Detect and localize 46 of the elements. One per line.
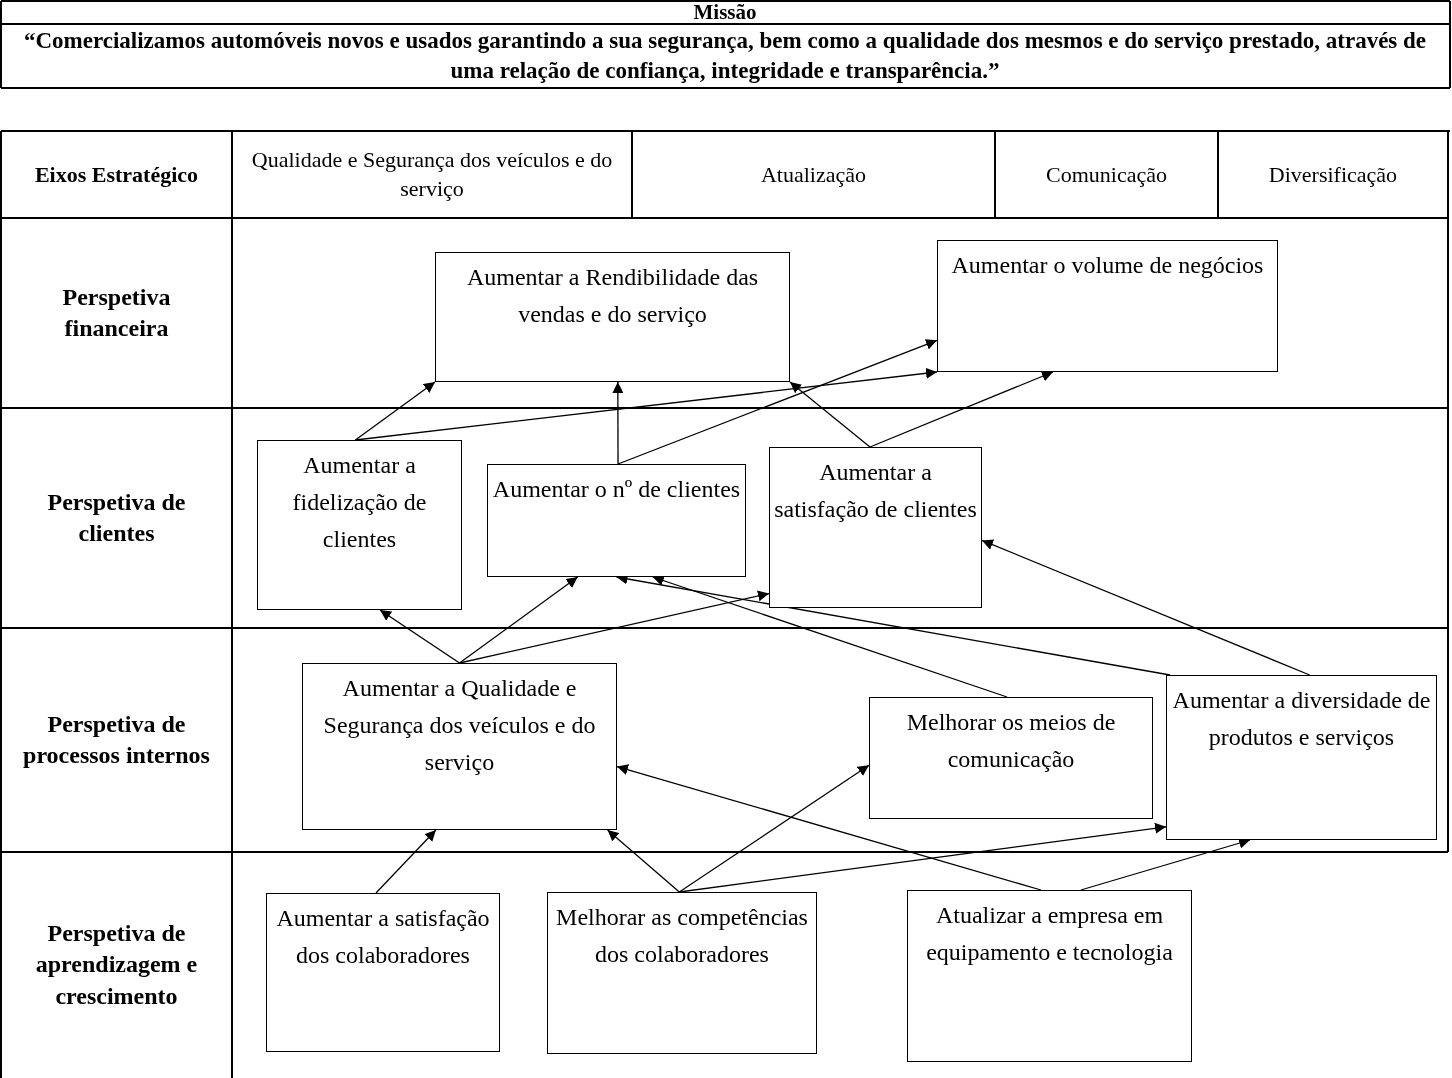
arrow	[617, 339, 938, 465]
arrow	[375, 829, 437, 894]
arrow	[458, 576, 579, 664]
arrow	[612, 381, 624, 465]
objective-text: Aumentar a Qualidade e Segurança dos veículos e do serviço	[322, 674, 597, 777]
objective-text: Melhorar os meios de comunicação	[905, 708, 1117, 774]
objective-box	[937, 240, 1278, 372]
objective-text: Aumentar a satisfação de clientes	[774, 458, 977, 524]
objective-box	[869, 697, 1153, 819]
objective-text: Aumentar o volume de negócios	[951, 251, 1264, 280]
column-heading: Atualização	[759, 160, 868, 189]
objective-text: Melhorar as competências dos colaboradores	[555, 903, 809, 969]
mission-heading: Missão	[692, 0, 758, 27]
objective-text: Atualizar a empresa em equipamento e tecnologia	[925, 901, 1174, 967]
objective-box	[302, 663, 617, 830]
row-heading: Perspetiva financeira	[61, 282, 172, 343]
arrow	[869, 371, 1054, 448]
objective-box	[266, 893, 500, 1052]
row-heading: Eixos Estratégico	[33, 160, 200, 189]
arrow	[606, 829, 680, 893]
objective-box	[769, 447, 982, 608]
objective-box	[547, 892, 817, 1054]
objective-box	[435, 252, 790, 382]
objective-text: Aumentar a satisfação dos colaboradores	[275, 904, 491, 970]
row-heading: Perspetiva de clientes	[46, 487, 187, 548]
column-heading: Qualidade e Segurança dos veículos e do serviço	[250, 146, 614, 203]
arrow	[354, 381, 436, 441]
arrow	[616, 764, 1042, 891]
column-heading: Diversificação	[1267, 160, 1399, 189]
arrow	[678, 764, 870, 893]
objective-box	[907, 890, 1192, 1062]
objective-box	[257, 440, 462, 610]
objective-box	[487, 464, 746, 577]
column-heading: Comunicação	[1045, 160, 1168, 189]
arrow	[379, 609, 461, 664]
objective-text: Aumentar a fidelização de clientes	[291, 451, 428, 554]
arrow	[652, 575, 1008, 698]
objective-text: Aumentar o nº de clientes	[492, 475, 741, 504]
objective-text: Aumentar a Rendibilidade das vendas e do serviço	[465, 263, 760, 329]
mission-statement: “Comercializamos automóveis novos e usados garantindo a sua segurança, bem como a qualidade dos mesmos e do serviço prestado, através de uma relação de confiança, integridade e transparência.”	[22, 27, 1428, 85]
row-heading: Perspetiva de processos internos	[22, 709, 211, 770]
arrow	[789, 381, 871, 448]
arrow	[981, 539, 1311, 676]
objective-text: Aumentar a diversidade de produtos e serviços	[1171, 686, 1432, 752]
row-heading: Perspetiva de aprendizagem e crescimento	[34, 919, 199, 1011]
objective-box	[1166, 675, 1437, 840]
